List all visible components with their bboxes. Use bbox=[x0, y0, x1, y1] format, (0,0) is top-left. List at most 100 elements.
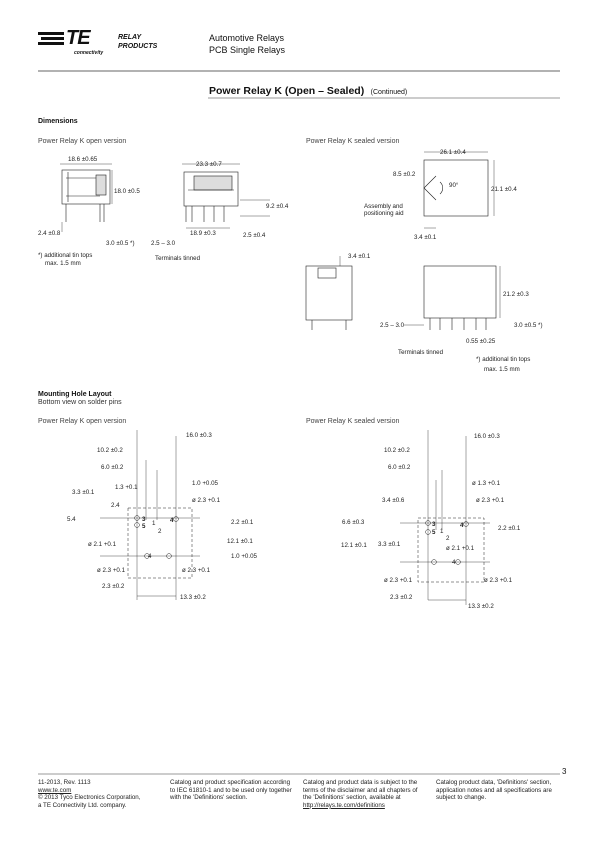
sealed-hole-3 bbox=[425, 520, 431, 526]
dim-sealed-caption: Power Relay K sealed version bbox=[306, 138, 400, 145]
mount-sealed-d3: 6.0 ±0.2 bbox=[388, 464, 411, 471]
dim-open-caption: Power Relay K open version bbox=[38, 138, 127, 145]
mount-open-d12: ø 2.1 +0.1 bbox=[88, 541, 117, 548]
logo-brand: TE bbox=[66, 27, 91, 49]
sealed-relay-side-view-1 bbox=[305, 256, 353, 330]
sealed-relay-side-view-2 bbox=[404, 265, 501, 330]
dimensions-heading: Dimensions bbox=[38, 118, 78, 125]
page-number: 3 bbox=[562, 767, 567, 776]
mount-sealed-d2: 10.2 ±0.2 bbox=[384, 447, 410, 454]
page-title-main: Power Relay K (Open – Sealed) bbox=[209, 85, 365, 97]
sealed-hole-1 bbox=[431, 559, 437, 565]
dim-sealed-d1: 26.1 ±0.4 bbox=[440, 149, 466, 156]
footer-col2: Catalog and product specification accord… bbox=[170, 779, 292, 802]
mount-sealed-d8: 2.2 ±0.1 bbox=[498, 525, 521, 532]
dim-sealed-d9: 3.0 ±0.5 *) bbox=[514, 322, 543, 329]
mount-sealed-pin2: 2 bbox=[446, 535, 450, 542]
mount-open-d14: ø 2.3 +0.1 bbox=[97, 567, 126, 574]
dim-sealed-note1: *) additional tin tops bbox=[476, 356, 531, 363]
open-hole-3 bbox=[134, 515, 140, 521]
mount-open-d6: 3.3 ±0.1 bbox=[72, 489, 95, 496]
dim-open-d7: 2.5 – 3.0 bbox=[151, 240, 176, 247]
dim-sealed-note2: max. 1.5 mm bbox=[484, 366, 520, 373]
footer-col3-line: terms of the disclaimer and all chapters… bbox=[303, 786, 418, 794]
mount-open-d5: 1.3 +0.1 bbox=[115, 484, 138, 491]
footer-definitions-link[interactable]: http://relays.te.com/definitions bbox=[303, 801, 385, 809]
dim-open-d3: 2.4 ±0.8 bbox=[38, 230, 61, 237]
dim-open-d4: 3.0 ±0.5 *) bbox=[106, 240, 135, 247]
dim-open-d6: 9.2 ±0.4 bbox=[266, 203, 289, 210]
mount-sealed-d11: ø 2.1 +0.1 bbox=[446, 545, 475, 552]
dim-sealed-d4: 21.1 ±0.4 bbox=[491, 186, 517, 193]
mount-open-d11: 12.1 ±0.1 bbox=[227, 538, 253, 545]
mount-open-pin2: 2 bbox=[158, 528, 162, 535]
open-hole-1 bbox=[144, 553, 150, 559]
mount-sealed-pin4b: 4 bbox=[452, 559, 456, 566]
dim-sealed-terminals: Terminals tinned bbox=[398, 349, 444, 356]
dim-open-note1: *) additional tin tops bbox=[38, 252, 93, 259]
sealed-hole-4b bbox=[455, 559, 461, 565]
logo-sub: connectivity bbox=[74, 50, 104, 56]
mounting-subheading: Bottom view on solder pins bbox=[38, 399, 122, 406]
dim-sealed-d2: 8.5 ±0.2 bbox=[393, 171, 416, 178]
open-relay-side-view bbox=[182, 163, 270, 229]
mount-open-pin1: 1 bbox=[152, 520, 156, 527]
mount-open-d17: 13.3 ±0.2 bbox=[180, 594, 206, 601]
mount-sealed-d5: 3.4 ±0.6 bbox=[382, 497, 405, 504]
footer-col1-line: © 2013 Tyco Electronics Corporation, bbox=[38, 794, 141, 802]
mount-sealed-pin1: 1 bbox=[440, 528, 444, 535]
mount-open-d9: 5.4 bbox=[67, 516, 76, 523]
dim-open-d1: 18.6 ±0.65 bbox=[68, 156, 98, 163]
mount-sealed-d14: 2.3 ±0.2 bbox=[390, 594, 413, 601]
page-title: Power Relay K (Open – Sealed) (Continued… bbox=[209, 81, 407, 99]
footer-col4: Catalog product data, 'Definitions' sect… bbox=[436, 779, 552, 802]
header-line2: PCB Single Relays bbox=[209, 45, 286, 55]
dim-open-d2: 18.0 ±0.5 bbox=[114, 188, 140, 195]
sealed-hole-layout bbox=[400, 430, 490, 605]
footer-col4-line: Catalog product data, 'Definitions' sect… bbox=[436, 779, 552, 786]
mount-sealed-d1: 16.0 ±0.3 bbox=[474, 433, 500, 440]
mount-open-d15: ø 2.3 +0.1 bbox=[182, 567, 211, 574]
mount-open-pin3: 3 bbox=[142, 516, 146, 523]
logo-line1: RELAY bbox=[118, 34, 142, 41]
footer-col4-line: application notes and all specifications… bbox=[436, 786, 552, 794]
mount-open-d8: ø 2.3 +0.1 bbox=[192, 497, 221, 504]
open-hole-5 bbox=[134, 522, 140, 528]
mount-open-d3: 6.0 ±0.2 bbox=[101, 464, 124, 471]
mount-sealed-d10: 3.3 ±0.1 bbox=[378, 541, 401, 548]
dim-sealed-d10: 0.55 ±0.25 bbox=[466, 338, 496, 345]
open-hole-4 bbox=[173, 516, 179, 522]
mount-open-pin4: 4 bbox=[170, 517, 174, 524]
footer-website-link[interactable]: www.te.com bbox=[38, 786, 72, 794]
mount-open-pin5: 5 bbox=[142, 523, 146, 530]
mount-sealed-d6: ø 2.3 +0.1 bbox=[476, 497, 505, 504]
mount-sealed-pin4: 4 bbox=[460, 522, 464, 529]
dim-sealed-d5: 3.4 ±0.1 bbox=[414, 234, 437, 241]
mount-open-d4: 1.0 +0.05 bbox=[192, 480, 218, 487]
mount-open-d7: 2.4 bbox=[111, 502, 120, 509]
footer-col1-line: 11-2013, Rev. 1113 bbox=[38, 779, 91, 786]
mount-sealed-d7: 6.6 ±0.3 bbox=[342, 519, 365, 526]
mount-sealed-d13: ø 2.3 +0.1 bbox=[484, 577, 513, 584]
mount-open-d10: 2.2 ±0.1 bbox=[231, 519, 254, 526]
footer-col2-line: Catalog and product specification accord… bbox=[170, 779, 291, 786]
mount-sealed-d12: ø 2.3 +0.1 bbox=[384, 577, 413, 584]
mount-open-d1: 16.0 ±0.3 bbox=[186, 432, 212, 439]
dim-sealed-d8: 2.5 – 3.0 bbox=[380, 322, 405, 329]
dim-open-terminals: Terminals tinned bbox=[155, 255, 201, 262]
dim-sealed-d7: 21.2 ±0.3 bbox=[503, 291, 529, 298]
dim-sealed-d3: 90° bbox=[449, 182, 459, 189]
footer-col3: Catalog and product data is subject to t… bbox=[303, 779, 418, 809]
footer-col1-line: a TE Connectivity Ltd. company. bbox=[38, 801, 127, 809]
logo-line2: PRODUCTS bbox=[118, 43, 158, 50]
dim-open-d8: 18.9 ±0.3 bbox=[190, 230, 216, 237]
page-title-suffix: (Continued) bbox=[370, 89, 408, 96]
dim-open-d9: 2.5 ±0.4 bbox=[243, 232, 266, 239]
mount-sealed-caption: Power Relay K sealed version bbox=[306, 418, 400, 425]
header-line1: Automotive Relays bbox=[209, 33, 285, 43]
mount-open-d13: 1.0 +0.05 bbox=[231, 553, 257, 560]
sealed-hole-5 bbox=[425, 529, 431, 535]
